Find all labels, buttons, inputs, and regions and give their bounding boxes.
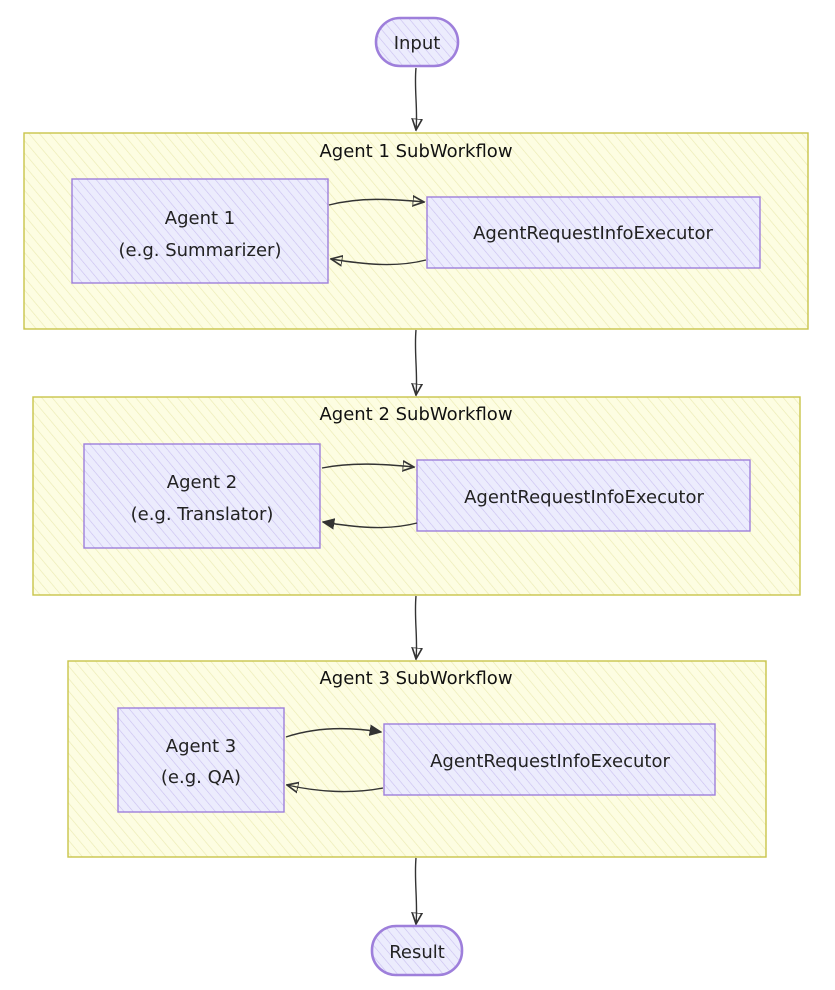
executor-1-node[interactable] [426, 196, 761, 269]
edge-subworkflow-1-to-subworkflow-2 [415, 329, 416, 395]
executor-2-node[interactable] [416, 459, 751, 532]
executor-1-label: AgentRequestInfoExecutor [473, 223, 713, 244]
edge-subworkflow-3-to-result [415, 857, 416, 924]
executor-2-label: AgentRequestInfoExecutor [464, 487, 704, 508]
edge-agent3-to-executor3 [285, 729, 381, 738]
input-node[interactable]: Input [374, 16, 460, 68]
agent-2-node[interactable] [83, 443, 321, 549]
edge-executor3-to-agent3 [287, 785, 384, 792]
subworkflow-3-title: Agent 3 SubWorkflow [319, 668, 512, 689]
edge-agent2-to-executor2 [321, 464, 414, 468]
agent-3-node[interactable] [117, 707, 285, 813]
input-label: Input [394, 33, 441, 54]
agent-1-node[interactable] [71, 178, 329, 284]
subworkflow-2-title: Agent 2 SubWorkflow [319, 404, 512, 425]
edge-executor1-to-agent1 [331, 259, 427, 265]
subworkflow-2: Agent 2 SubWorkflow Agent 2 (e.g. Transl… [32, 396, 801, 596]
edge-executor2-to-agent2 [323, 522, 418, 528]
agent-2-name: Agent 2 [167, 472, 237, 493]
result-label: Result [389, 942, 445, 963]
edge-subworkflow-2-to-subworkflow-3 [415, 595, 416, 659]
executor-3-label: AgentRequestInfoExecutor [430, 751, 670, 772]
subworkflow-3: Agent 3 SubWorkflow Agent 3 (e.g. QA) Ag… [67, 660, 767, 858]
result-node-shape [370, 924, 464, 977]
agent-3-name: Agent 3 [166, 736, 236, 757]
agent-3-example: (e.g. QA) [161, 767, 241, 788]
edge-agent1-to-executor1 [328, 199, 424, 205]
executor-3-node[interactable] [383, 723, 716, 796]
agent-1-example: (e.g. Summarizer) [119, 240, 282, 261]
subworkflow-1: Agent 1 SubWorkflow Agent 1 (e.g. Summar… [23, 132, 809, 330]
agent-1-name: Agent 1 [165, 208, 235, 229]
edge-input-to-subworkflow-1 [415, 67, 416, 130]
subworkflow-1-title: Agent 1 SubWorkflow [319, 141, 512, 162]
input-node-shape [374, 16, 460, 68]
result-node[interactable]: Result [370, 924, 464, 977]
agent-2-example: (e.g. Translator) [131, 504, 274, 525]
